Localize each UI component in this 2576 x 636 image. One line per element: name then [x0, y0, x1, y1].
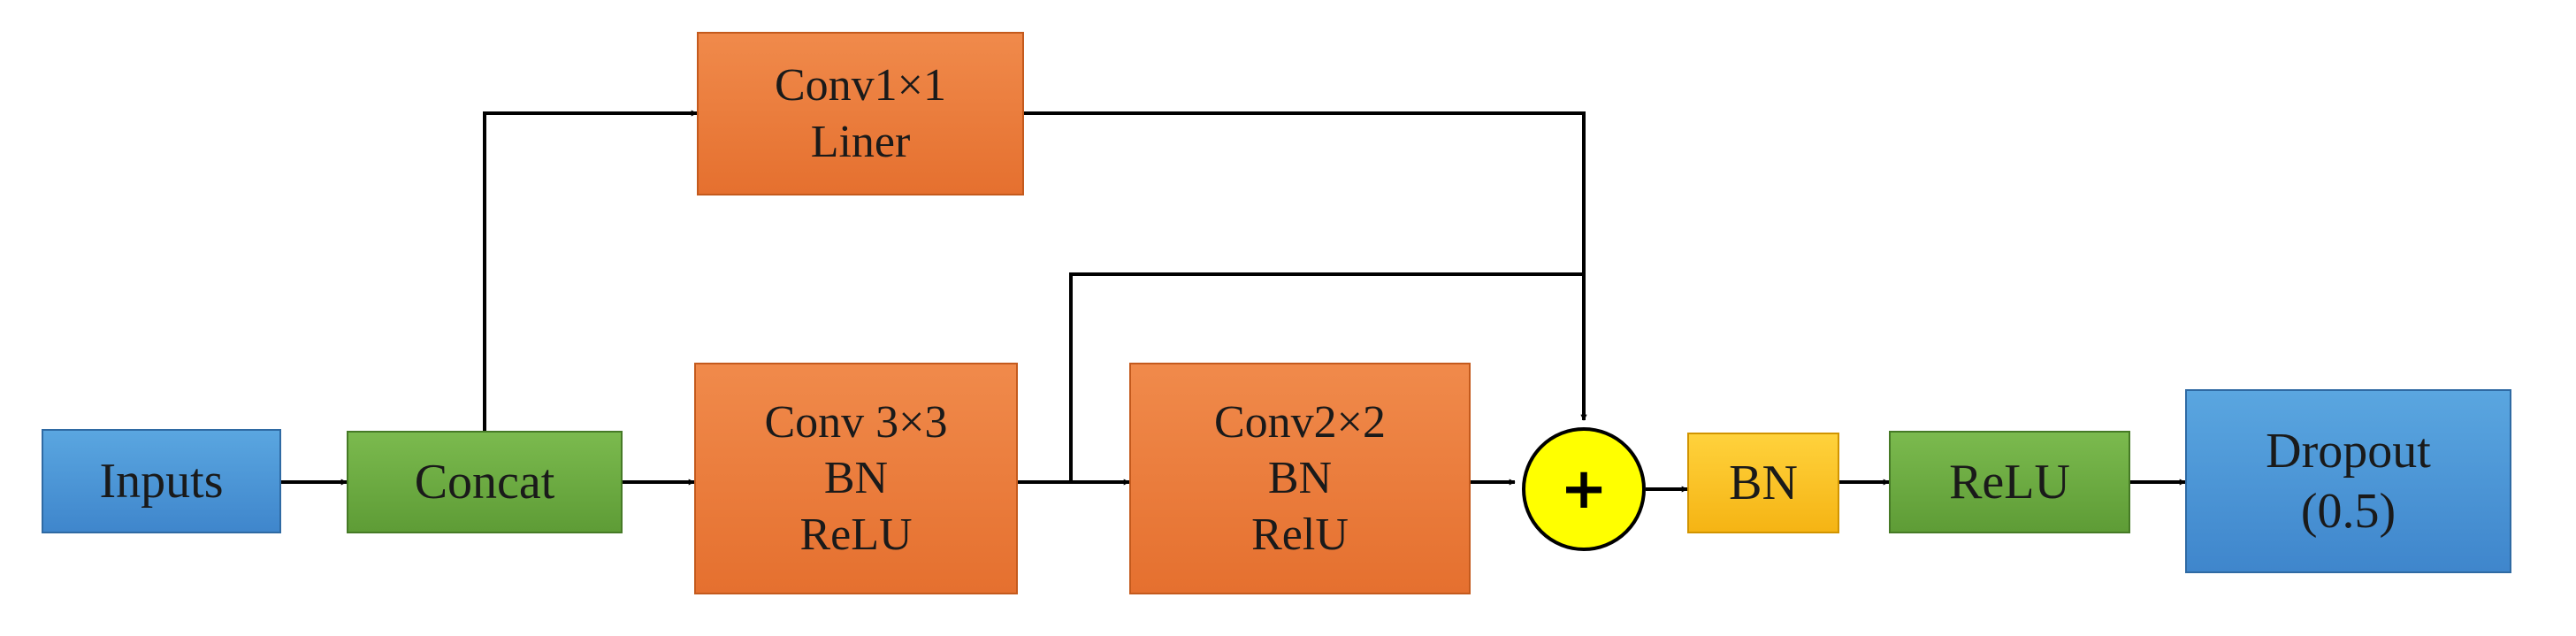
node-relu-label: ReLU	[1949, 454, 2070, 510]
node-inputs-label: Inputs	[99, 453, 224, 509]
node-conv2x2: Conv2×2 BN RelU	[1129, 363, 1471, 594]
node-conv1x1-line-1: Conv1×1	[774, 60, 946, 111]
node-bn: BN	[1687, 433, 1839, 533]
add-operator: +	[1522, 427, 1646, 551]
node-conv2x2-line-2: BN	[1267, 453, 1333, 504]
edge-concat-to-conv1x1	[483, 110, 698, 431]
node-conv3x3-line-1: Conv 3×3	[764, 396, 948, 448]
node-conv2x2-line-1: Conv2×2	[1213, 396, 1386, 448]
node-conv1x1: Conv1×1 Liner	[697, 32, 1024, 195]
node-conv3x3-line-3: ReLU	[799, 509, 913, 560]
node-relu: ReLU	[1889, 431, 2130, 533]
node-conv1x1-line-2: Liner	[810, 116, 911, 167]
add-operator-symbol: +	[1560, 456, 1608, 522]
node-dropout: Dropout (0.5)	[2185, 389, 2511, 573]
node-conv3x3-line-2: BN	[823, 453, 889, 504]
edge-conv1x1-to-add	[1024, 111, 1587, 421]
node-concat: Concat	[347, 431, 623, 533]
node-dropout-line-2: (0.5)	[2300, 484, 2396, 539]
node-dropout-line-1: Dropout	[2266, 423, 2431, 479]
node-concat-label: Concat	[414, 454, 555, 510]
node-conv2x2-line-3: RelU	[1251, 509, 1349, 560]
node-inputs: Inputs	[42, 429, 281, 533]
node-bn-label: BN	[1729, 455, 1798, 510]
node-conv3x3: Conv 3×3 BN ReLU	[694, 363, 1018, 594]
